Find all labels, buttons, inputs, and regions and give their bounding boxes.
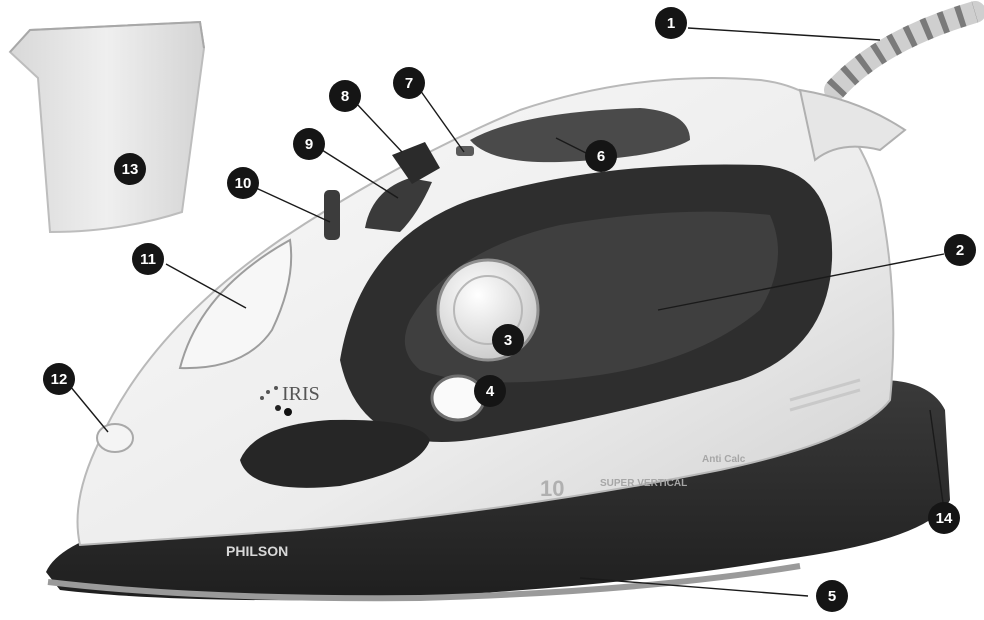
callout-4: 4 <box>474 375 506 407</box>
callout-8: 8 <box>329 80 361 112</box>
shot-print: SUPER VERTICAL <box>600 478 687 489</box>
callout-number: 9 <box>305 136 313 153</box>
power-cord <box>824 1 984 101</box>
top-buttons <box>324 142 474 240</box>
callout-number: 14 <box>936 510 953 527</box>
callout-number: 12 <box>51 371 68 388</box>
callout-5: 5 <box>816 580 848 612</box>
steam-selector[interactable] <box>324 190 340 240</box>
callout-number: 6 <box>597 148 605 165</box>
water-inlet-cover[interactable] <box>178 238 293 370</box>
callout-number: 13 <box>122 161 139 178</box>
handle-top <box>470 108 690 163</box>
iris-logo: IRIS <box>260 383 320 416</box>
callout-number: 2 <box>956 242 964 259</box>
maker-print: PHILSON <box>226 543 288 559</box>
heel-vents <box>789 378 861 412</box>
callout-1: 1 <box>655 7 687 39</box>
callout-3: 3 <box>492 324 524 356</box>
callout-number: 11 <box>140 251 156 268</box>
burst-button[interactable] <box>365 178 432 232</box>
callout-6: 6 <box>585 140 617 172</box>
callout-number: 8 <box>341 88 349 105</box>
callout-number: 3 <box>504 332 512 349</box>
callout-14: 14 <box>928 502 960 534</box>
front-accent <box>240 419 430 488</box>
power-print: 10 <box>540 476 564 501</box>
leader-lines <box>69 27 945 597</box>
callout-number: 10 <box>235 175 252 192</box>
brand-logo: IRIS <box>282 383 320 405</box>
callout-13: 13 <box>114 153 146 185</box>
spray-button[interactable] <box>392 142 440 184</box>
callout-number: 1 <box>667 15 675 32</box>
callout-number: 4 <box>486 383 495 400</box>
callout-number: 7 <box>405 75 413 92</box>
measuring-cup <box>8 20 206 234</box>
steam-control[interactable] <box>456 146 474 156</box>
callout-10: 10 <box>227 167 259 199</box>
callout-7: 7 <box>393 67 425 99</box>
callouts: 1 2 3 4 5 6 7 8 <box>43 7 976 612</box>
callout-9: 9 <box>293 128 325 160</box>
callout-number: 5 <box>828 588 836 605</box>
callout-2: 2 <box>944 234 976 266</box>
callout-12: 12 <box>43 363 75 395</box>
anti-calc-print: Anti Calc <box>702 454 746 465</box>
callout-11: 11 <box>132 243 164 275</box>
